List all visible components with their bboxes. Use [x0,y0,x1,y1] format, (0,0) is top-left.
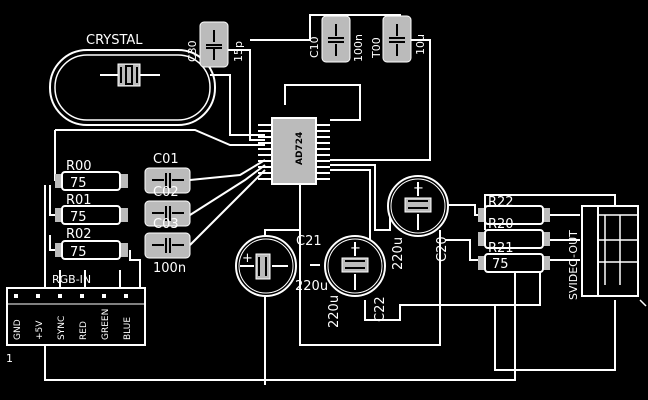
c03-capacitor [144,232,191,259]
c02-capacitor [144,200,191,227]
r02-resistor [55,240,128,260]
c20-label: C20 [435,236,450,262]
rgb-pin-label: GND [13,319,23,340]
c22-value: 220u [327,295,342,328]
crystal-label: CRYSTAL [86,33,143,48]
c30-capacitor [199,21,229,68]
c30-label: C30 [186,40,199,62]
pin1-label: 1 [6,352,13,365]
r01-value: 75 [70,210,87,225]
ic-label: AD724 [295,132,305,165]
t00-value: 10u [414,34,427,55]
c03-value: 100n [153,261,186,276]
rgb-pin-label: BLUE [123,317,133,340]
rgb-in-connector [6,287,146,346]
r02-label: R02 [66,227,92,242]
t00-label: T00 [370,37,383,59]
c20-value: 220u [391,237,406,270]
rgb-pin-label: SYNC [57,316,67,340]
c21-value: 220u [295,279,328,294]
r20-resistor [478,229,550,249]
r00-resistor [55,171,128,191]
r22-label: R22 [488,195,514,210]
r20-label: R20 [488,217,514,232]
c22-capacitor: + [324,235,386,297]
c30-value: 15p [232,41,245,62]
c01-capacitor [144,167,191,194]
r21-resistor [478,253,550,273]
t00-capacitor [382,15,412,63]
svg-text:+: + [242,251,253,266]
rgb-pin-label: GREEN [101,309,111,340]
c03-label: C03 [153,217,179,232]
rgb-pin-labels: GND +5V SYNC RED GREEN BLUE [13,309,133,340]
c01-label: C01 [153,152,179,167]
r02-value: 75 [70,245,87,260]
r22-resistor [478,205,550,225]
c10-capacitor [321,15,351,63]
c22-label: C22 [373,296,388,322]
ad724-ic [258,117,330,185]
c10-value: 100n [352,34,365,62]
r21-value: 75 [492,257,509,272]
c10-label: C10 [308,36,321,58]
svideo-out-connector [581,205,647,307]
r01-resistor [55,205,128,225]
c02-label: C02 [153,185,179,200]
crystal-component [49,49,216,126]
svideo-label: SVIDEO-OUT [567,230,580,300]
r01-label: R01 [66,193,92,208]
svg-text:+: + [350,241,361,256]
r00-label: R00 [66,159,92,174]
r21-label: R21 [488,241,514,256]
c21-capacitor: + [235,235,297,297]
rgbin-label: RGB-IN [52,273,91,286]
svg-text:+: + [413,181,424,196]
rgb-pin-label: +5V [35,320,45,340]
c20-capacitor: + [387,175,449,237]
rgb-pin-label: RED [79,321,89,340]
c21-label: C21 [296,234,322,249]
r00-value: 75 [70,176,87,191]
